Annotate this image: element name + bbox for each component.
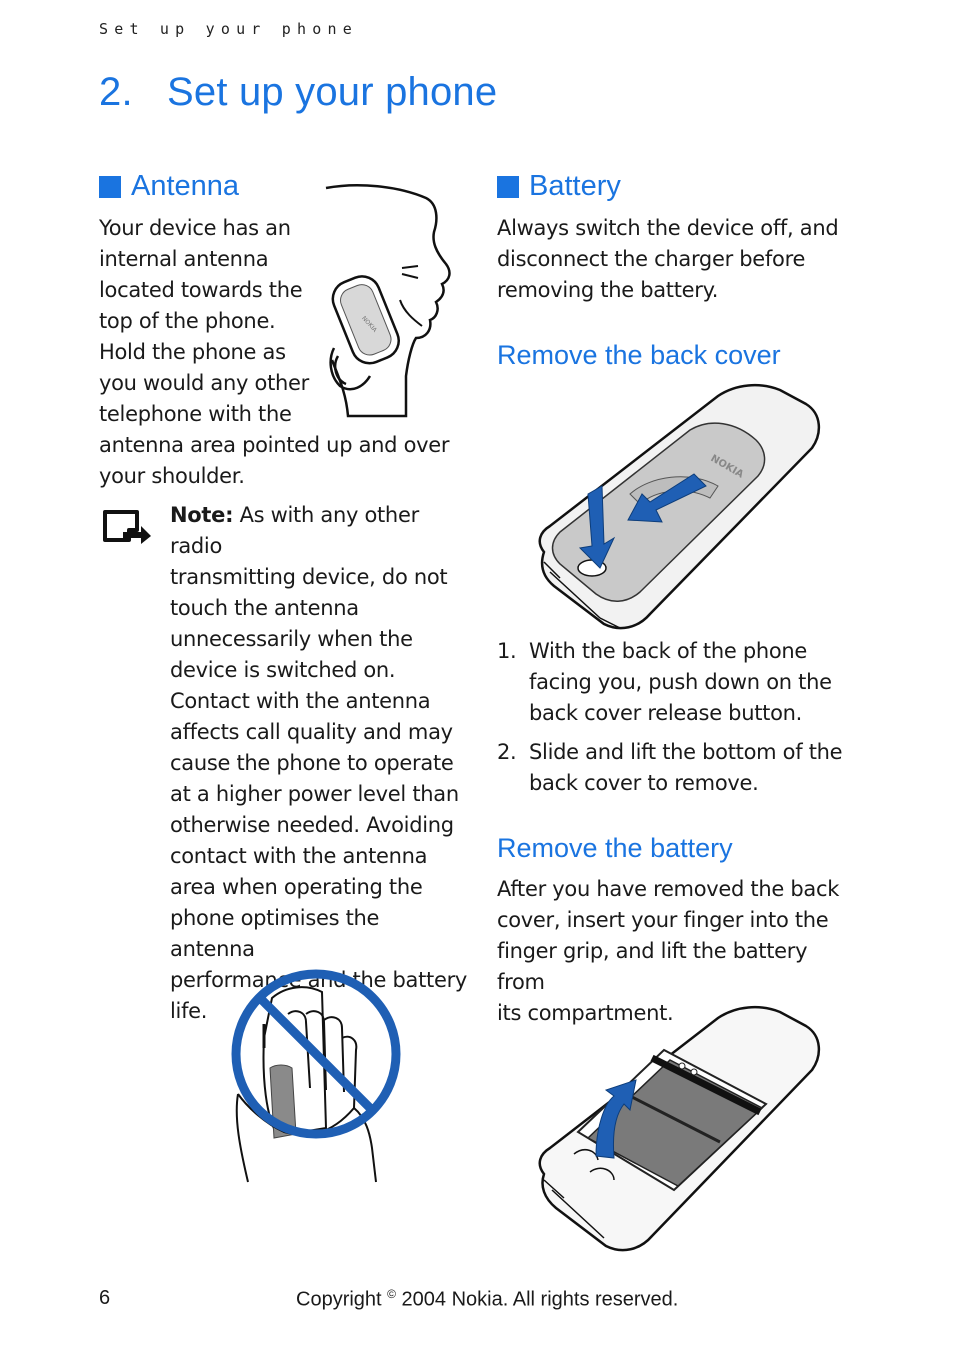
antenna-line: internal antenna [99, 247, 269, 271]
antenna-heading-text: Antenna [131, 170, 240, 202]
note-line: affects call quality and may [170, 720, 453, 744]
antenna-line: top of the phone. [99, 309, 276, 333]
remove-battery-heading: Remove the battery [497, 833, 733, 863]
note-line: Contact with the antenna [170, 689, 431, 713]
remove-battery-line: After you have removed the back [497, 877, 840, 901]
remove-back-cover-illustration: NOKIA [538, 384, 820, 630]
step-number: 2. [497, 740, 517, 764]
arrow-up-icon [595, 1079, 637, 1159]
note-line: touch the antenna [170, 596, 359, 620]
antenna-line: located towards the [99, 278, 303, 302]
note-label: Note: [170, 503, 234, 527]
note-line: life. [170, 999, 208, 1023]
heading-square-icon [497, 175, 519, 198]
running-header: Set up your phone [99, 20, 358, 38]
remove-battery-line: cover, insert your finger into the [497, 908, 829, 932]
prohibited-icon [231, 969, 401, 1139]
step-item: 1. With the back of the phone facing you… [497, 636, 857, 729]
heading-square-icon [99, 175, 121, 198]
remove-back-cover-heading: Remove the back cover [497, 340, 781, 370]
antenna-note: Note: As with any other radio transmitti… [170, 500, 470, 1027]
battery-intro-line: disconnect the charger before [497, 247, 806, 271]
note-line: transmitting device, do not [170, 565, 448, 589]
note-line: unnecessarily when the [170, 627, 413, 651]
antenna-body: Your device has an internal antenna loca… [99, 213, 459, 492]
remove-cover-steps: 1. With the back of the phone facing you… [497, 636, 857, 807]
antenna-line: telephone with the [99, 402, 292, 426]
battery-heading: Battery [497, 170, 621, 203]
phone-in-hand: NOKIA [331, 275, 400, 365]
chapter-title: 2. Set up your phone [99, 70, 497, 115]
battery-intro-line: removing the battery. [497, 278, 719, 302]
note-line: device is switched on. [170, 658, 396, 682]
page-number: 6 [99, 1287, 111, 1309]
head-with-phone-illustration: NOKIA [325, 184, 451, 418]
chapter-title-text: Set up your phone [167, 70, 498, 114]
battery-intro: Always switch the device off, and discon… [497, 213, 857, 306]
antenna-line: your shoulder. [99, 464, 245, 488]
remove-battery-illustration [538, 1006, 820, 1252]
battery-heading-text: Battery [529, 170, 621, 202]
antenna-heading: Antenna [99, 170, 239, 203]
antenna-line: antenna area pointed up and over [99, 433, 450, 457]
remove-battery-line: its compartment. [497, 1001, 674, 1025]
copyright-symbol: © [387, 1287, 396, 1301]
note-icon [103, 510, 151, 544]
hand-holding-phone [235, 986, 377, 1183]
remove-battery-body: After you have removed the back cover, i… [497, 874, 857, 1029]
note-line: phone optimises the antenna [170, 906, 380, 961]
remove-battery-line: finger grip, and lift the battery from [497, 939, 808, 994]
step-item: 2. Slide and lift the bottom of the back… [497, 737, 857, 799]
step-number: 1. [497, 639, 517, 663]
antenna-line: Your device has an [99, 216, 291, 240]
note-line: at a higher power level than [170, 782, 459, 806]
note-line: area when operating the [170, 875, 423, 899]
note-line: otherwise needed. Avoiding [170, 813, 454, 837]
note-line: cause the phone to operate [170, 751, 454, 775]
chapter-number: 2. [99, 70, 133, 114]
antenna-line: you would any other [99, 371, 309, 395]
note-line: contact with the antenna [170, 844, 428, 868]
arrow-left-icon [627, 473, 707, 523]
copyright-notice: Copyright © 2004 Nokia. All rights reser… [296, 1287, 679, 1311]
battery-intro-line: Always switch the device off, and [497, 216, 839, 240]
note-line: Note: As with any other radio [170, 503, 419, 558]
antenna-line: Hold the phone as [99, 340, 286, 364]
do-not-touch-antenna-illustration [231, 969, 401, 1183]
arrow-down-icon [578, 485, 616, 569]
